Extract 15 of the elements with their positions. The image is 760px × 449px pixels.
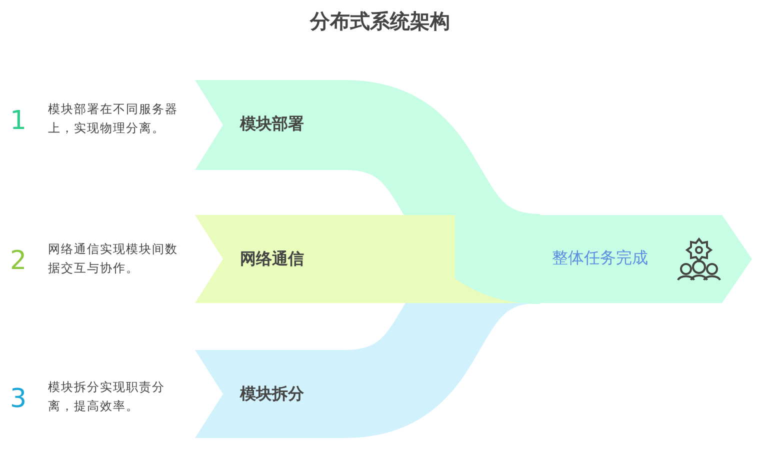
chevron-band (195, 350, 345, 438)
step-description: 模块拆分实现职责分离，提高效率。 (48, 379, 166, 415)
band-label: 网络通信 (240, 249, 304, 270)
chevron-band (195, 215, 455, 303)
band-label: 模块拆分 (240, 384, 304, 405)
step-number: 3 (10, 384, 27, 414)
band-label: 模块部署 (240, 114, 304, 135)
band-label: 整体任务完成 (552, 248, 648, 269)
title: 分布式系统架构 (308, 8, 451, 35)
step-number: 1 (10, 106, 27, 136)
step-description: 模块部署在不同服务器上，实现物理分离。 (48, 101, 179, 137)
step-number: 2 (10, 246, 27, 276)
chevron-band (195, 80, 345, 170)
step-description: 网络通信实现模块间数据交互与协作。 (48, 241, 179, 277)
arrow-band (540, 215, 752, 303)
